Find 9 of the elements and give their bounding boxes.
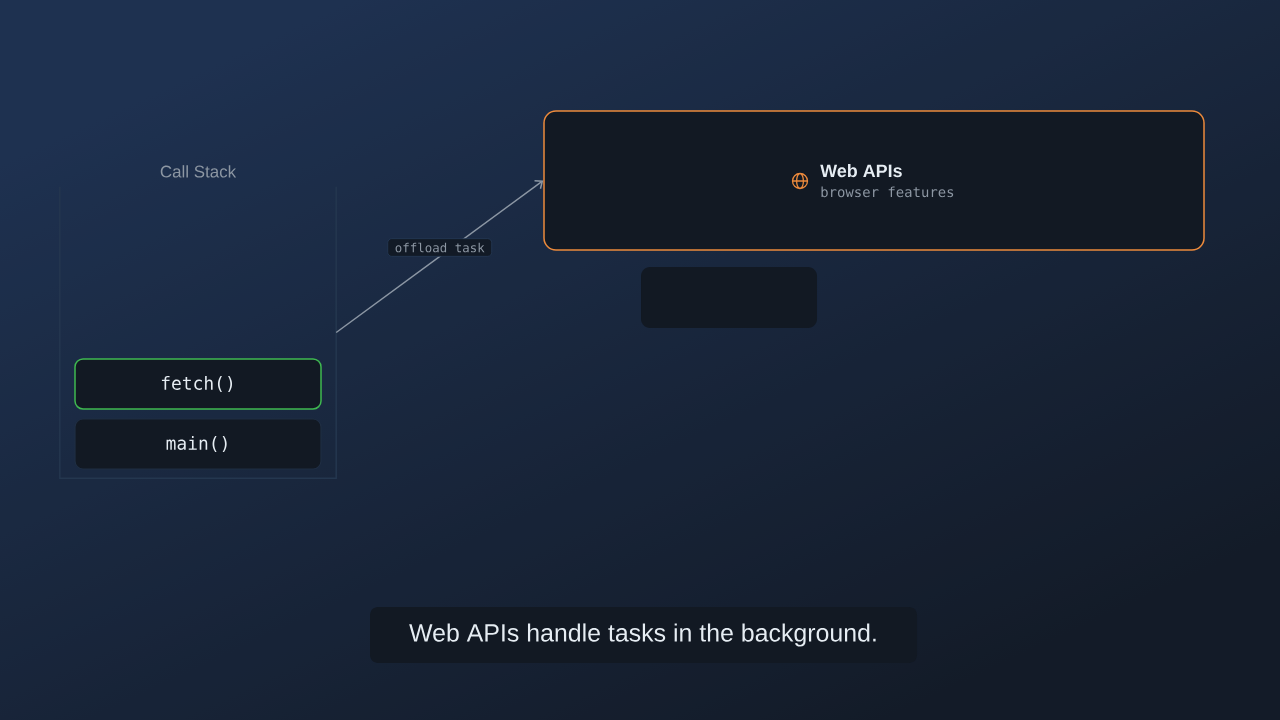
stack-heading: Call Stack bbox=[160, 165, 237, 178]
edge-label: offload task bbox=[387, 238, 493, 257]
function-box: main() bbox=[74, 418, 322, 470]
caption: Web APIs handle tasks in the background. bbox=[370, 607, 917, 663]
box-title: Web APIs bbox=[820, 164, 902, 178]
empty-box bbox=[641, 267, 817, 328]
function-box: fetch() bbox=[74, 358, 322, 410]
box-subtitle: browser features bbox=[821, 186, 954, 198]
arrow bbox=[335, 179, 544, 334]
